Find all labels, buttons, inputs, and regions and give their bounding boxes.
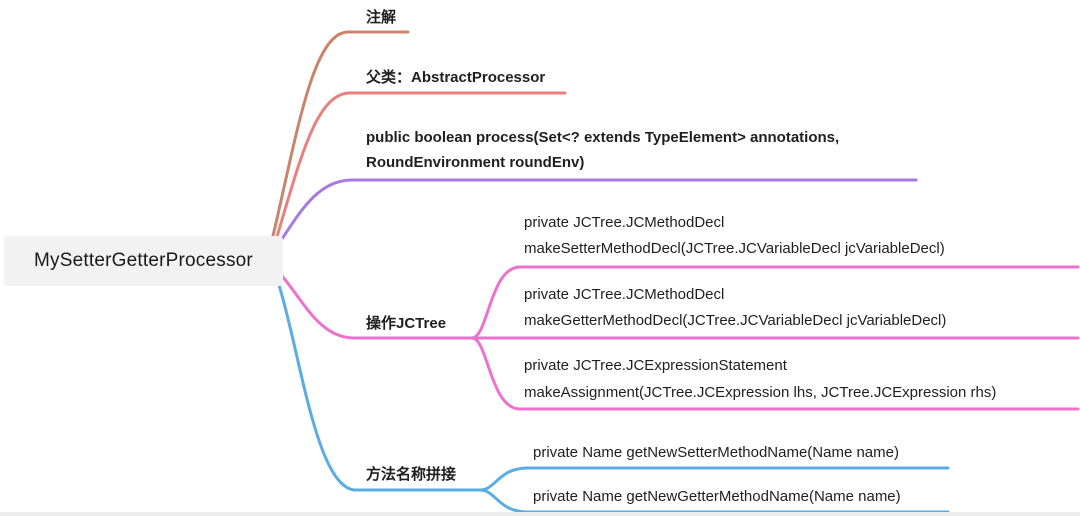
connector-method-name: [276, 280, 482, 492]
node-method-name-setter[interactable]: private Name getNewSetterMethodName(Name…: [533, 444, 899, 461]
connector-jctree: [280, 274, 474, 340]
node-jctree-assignment-line2: makeAssignment(JCTree.JCExpression lhs, …: [524, 384, 997, 401]
node-jctree[interactable]: 操作JCTree: [366, 315, 447, 332]
connector-annotations: [270, 30, 410, 242]
root-node[interactable]: MySetterGetterProcessor: [4, 236, 283, 286]
node-method-name-getter[interactable]: private Name getNewGetterMethodName(Name…: [533, 488, 901, 505]
node-process-method-line2: RoundEnvironment roundEnv): [366, 154, 585, 171]
connector-parent-class: [274, 91, 567, 242]
root-node-label: MySetterGetterProcessor: [34, 250, 253, 271]
node-annotations[interactable]: 注解: [366, 9, 397, 26]
bottom-divider: [0, 512, 1080, 516]
node-parent-class[interactable]: 父类：AbstractProcessor: [366, 69, 546, 86]
node-process-method-line1: public boolean process(Set<? extends Typ…: [366, 129, 840, 146]
connector-jctree-assignment: [470, 336, 1080, 411]
node-jctree-assignment-line1: private JCTree.JCExpressionStatement: [524, 357, 787, 374]
node-method-name[interactable]: 方法名称拼接: [366, 466, 457, 483]
node-jctree-setter-line2: makeSetterMethodDecl(JCTree.JCVariableDe…: [524, 240, 945, 257]
connector-jctree-setter: [470, 265, 1080, 340]
node-jctree-setter-line1: private JCTree.JCMethodDecl: [524, 214, 725, 231]
connector-process-method: [278, 178, 918, 244]
node-jctree-getter-line1: private JCTree.JCMethodDecl: [524, 286, 725, 303]
node-jctree-getter-line2: makeGetterMethodDecl(JCTree.JCVariableDe…: [524, 312, 947, 329]
connector-method-name-getter: [478, 488, 950, 514]
